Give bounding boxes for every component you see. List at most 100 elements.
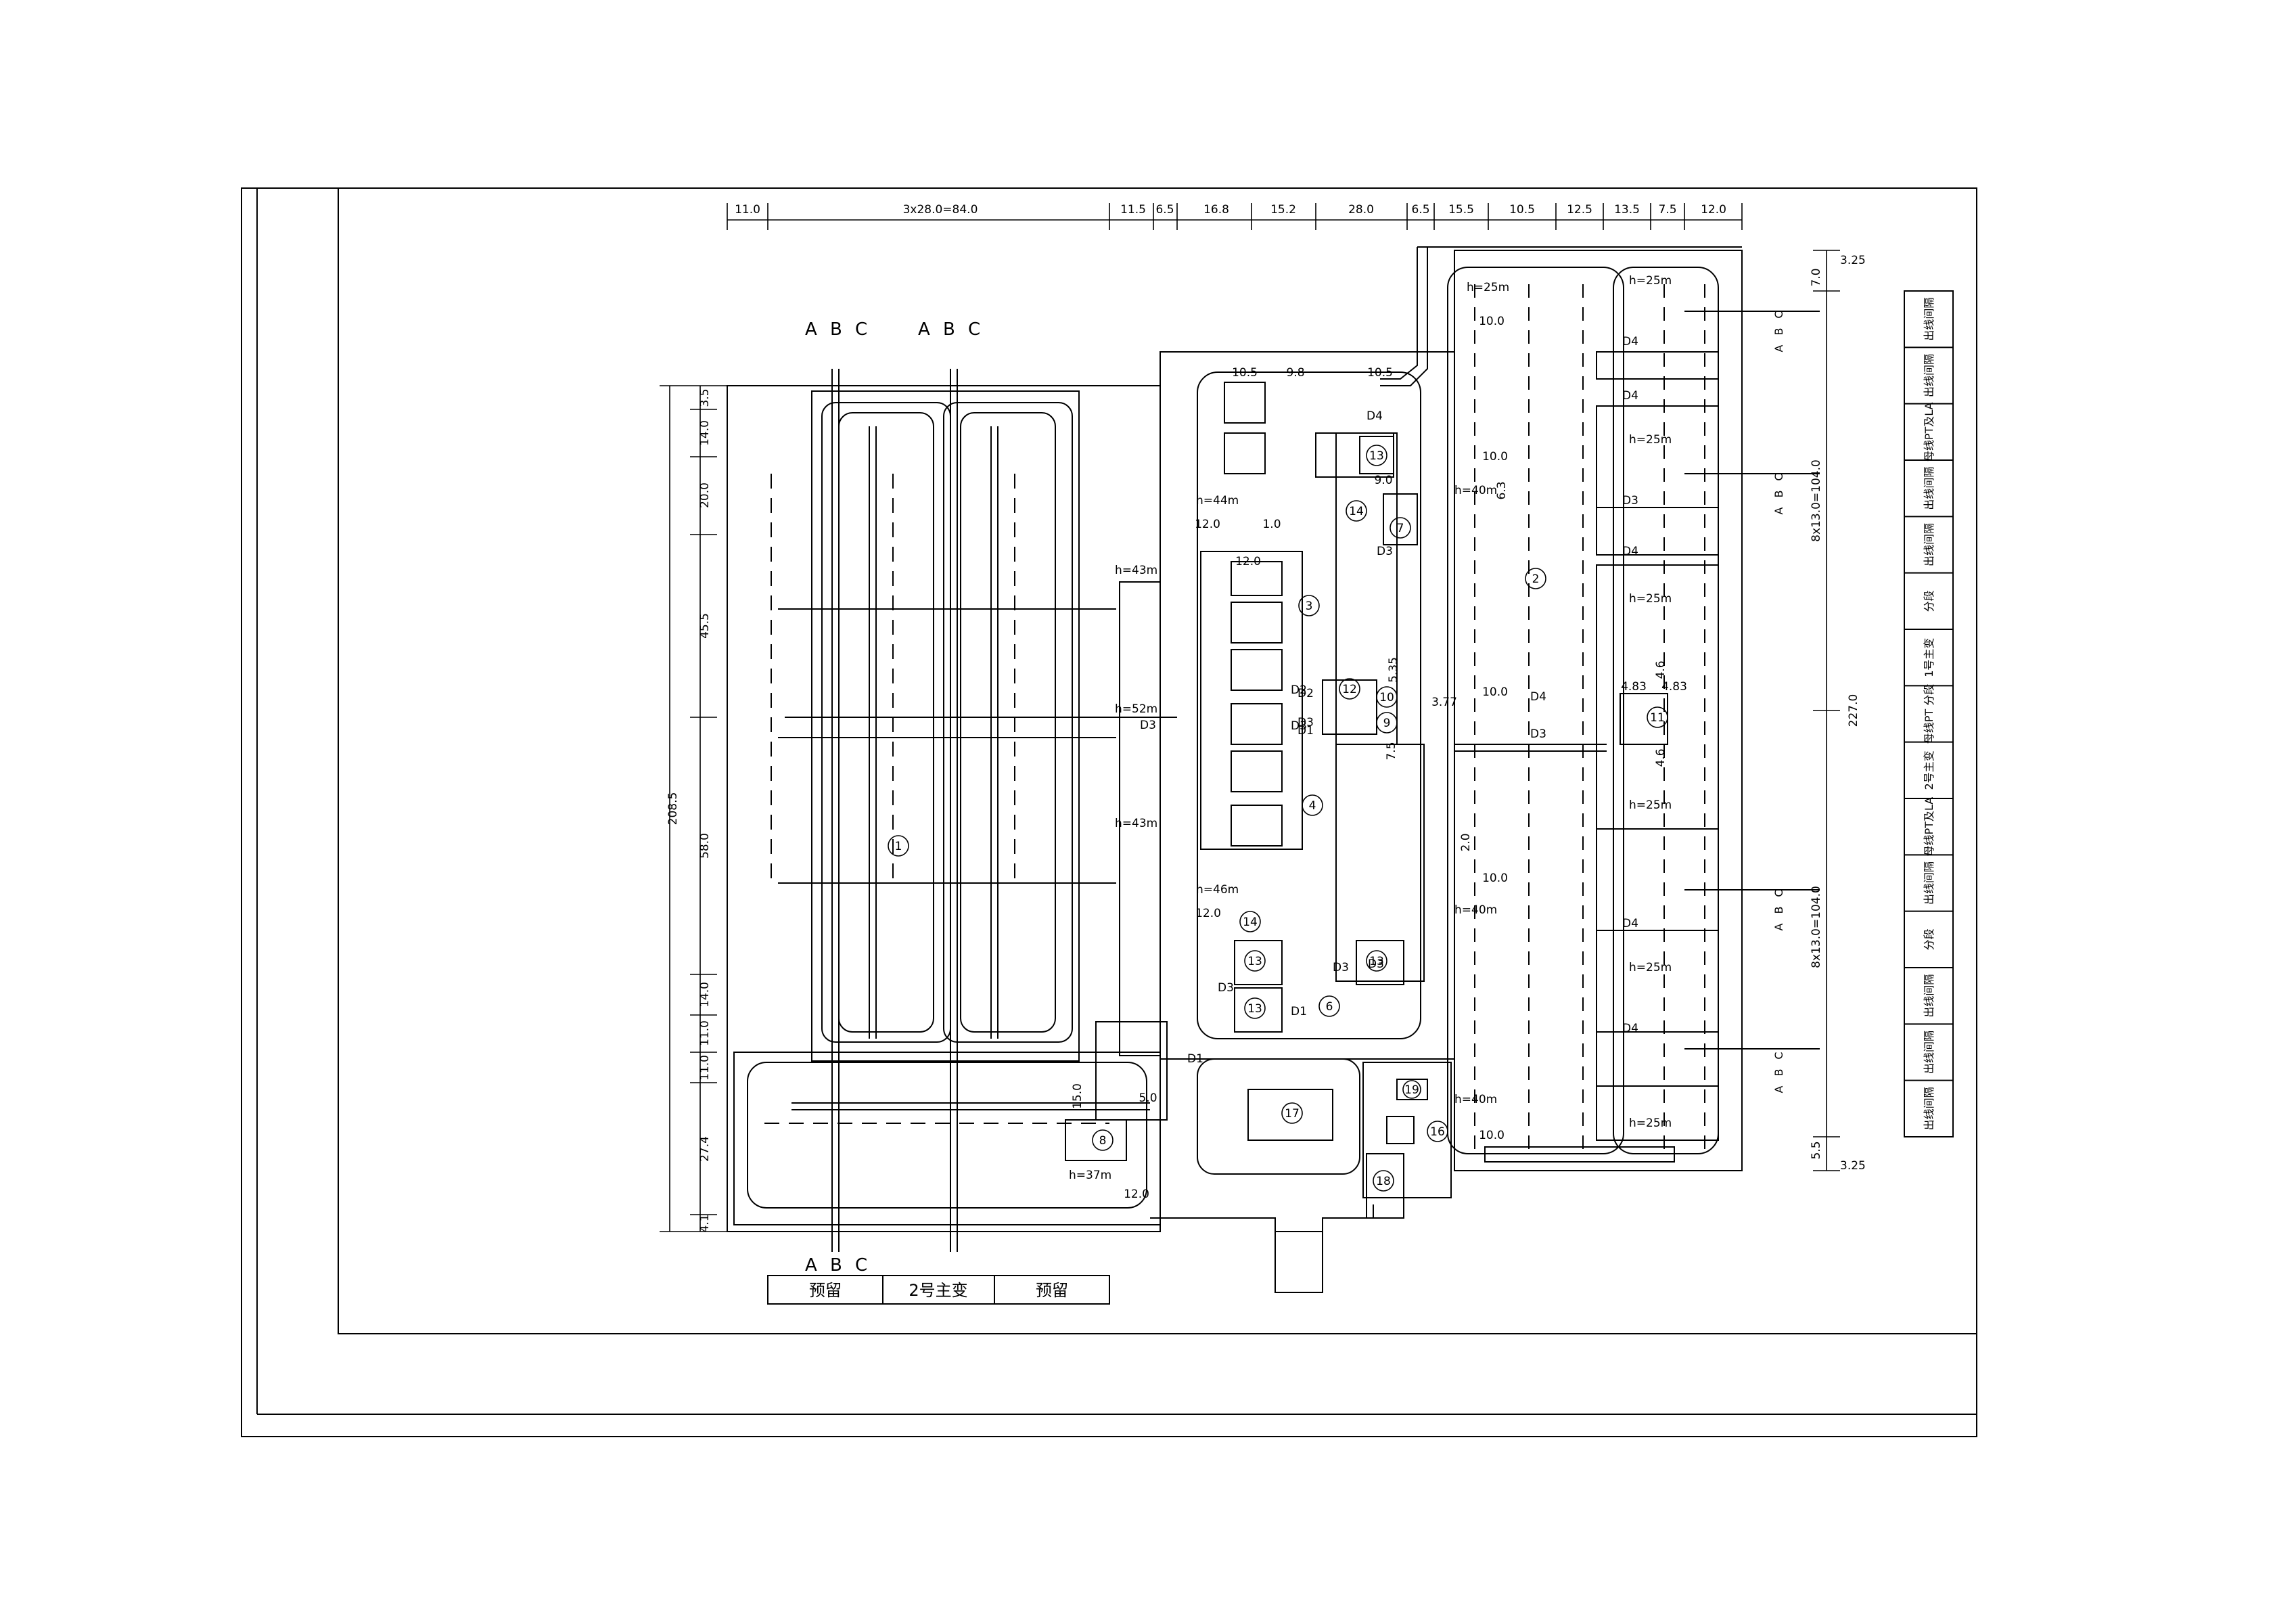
inner-dim-22: 2.0 [1459, 833, 1473, 851]
cable-tag-d3-bottom: D3 [1218, 981, 1234, 995]
dim-top-10: 10.5 [1509, 203, 1535, 217]
dim-right-4: 227.0 [1847, 694, 1860, 727]
dim-top-4: 6.5 [1155, 203, 1174, 217]
side-table-cell: 出线间隔 [1923, 523, 1935, 566]
breaker-marks-500kv [764, 474, 1109, 1124]
svg-text:13: 13 [1369, 449, 1384, 463]
phase-b-220-4: B [1772, 1069, 1785, 1077]
cable-tag-d4-r4: D4 [1622, 545, 1638, 558]
cable-tag-d2-b: D2 [1291, 683, 1307, 697]
svg-text:12: 12 [1342, 683, 1357, 696]
side-table-cell: 出线间隔 [1923, 974, 1935, 1018]
device-marks-220kv [1454, 284, 1820, 1150]
inner-dim-12: 4.83 [1661, 680, 1687, 694]
dim-left-8: 11.0 [698, 1055, 712, 1081]
area-marker-9: 9 [1376, 712, 1398, 734]
inner-dim-16: 10.0 [1482, 450, 1508, 464]
phase-c-bottom: C [855, 1255, 867, 1276]
phase-c-220-1: C [1772, 311, 1785, 318]
phase-a-220-3: A [1772, 923, 1785, 930]
cable-tag-d3-b: D3 [1140, 719, 1156, 732]
dim-top-9: 15.5 [1448, 203, 1474, 217]
cable-tag-d3-r3: D3 [1622, 494, 1638, 508]
cable-tag-d3-mid: D3 [1530, 727, 1546, 741]
area-marker-13c: 13 [1244, 997, 1266, 1019]
dim-left-total: 208.5 [666, 792, 680, 826]
area-marker-3: 3 [1298, 595, 1320, 616]
dim-top-11: 12.5 [1567, 203, 1592, 217]
cable-tag-d1-bottom-2: D1 [1291, 1005, 1307, 1018]
side-table-cell: 母线PT 分段 [1923, 684, 1935, 744]
phase-c-220-2: C [1772, 473, 1785, 480]
cable-tag-d4-top: D4 [1367, 409, 1383, 423]
inner-dim-23: 7.5 [1385, 742, 1398, 760]
cable-tag-d3-c: D3 [1368, 957, 1384, 971]
cable-tag-d4-r6: D4 [1622, 1022, 1638, 1035]
phase-c-220-3: C [1772, 889, 1785, 897]
inner-dim-15: 10.0 [1479, 315, 1505, 328]
svg-text:17: 17 [1285, 1107, 1300, 1121]
height-label-16: h=25m [1629, 1116, 1672, 1130]
inner-dim-4: 12.0 [1195, 518, 1220, 531]
phase-b-220-1: B [1772, 328, 1785, 336]
area-marker-14a: 14 [1346, 500, 1367, 522]
bus-500kv [778, 369, 1177, 1252]
phase-b-mid: B [943, 319, 955, 340]
height-label-7: h=25m [1467, 281, 1509, 294]
inner-dim-19: 10.0 [1479, 1129, 1505, 1142]
cable-tags: D4 D1 D2 D3 D3 D3 D3 D4 D4 D3 D4 D4 D4 D… [1140, 335, 1638, 1066]
side-table-cell: 出线间隔 [1923, 1087, 1935, 1130]
cable-tag-d1-bottom: D1 [1187, 1052, 1203, 1066]
height-label-3: h=43m [1115, 817, 1157, 830]
area-marker-16: 16 [1427, 1121, 1448, 1142]
dim-right-2: 7.0 [1810, 268, 1823, 286]
inner-dim-8: 5.0 [1139, 1091, 1157, 1105]
dim-top-5: 16.8 [1203, 203, 1229, 217]
inner-dim-14: 4.6 [1654, 748, 1668, 767]
svg-text:11: 11 [1650, 711, 1665, 725]
svg-text:14: 14 [1243, 916, 1258, 929]
area-marker-4: 4 [1302, 794, 1323, 816]
side-table-cell: 出线间隔 [1923, 298, 1935, 341]
dim-left-3: 20.0 [698, 482, 712, 508]
bottom-table-cell-3: 预留 [1036, 1281, 1068, 1300]
area-marker-19: 19 [1402, 1080, 1421, 1099]
bottom-table-cell-2: 2号主变 [909, 1281, 967, 1300]
dim-left-2: 14.0 [698, 420, 712, 446]
cable-tag-d3-f: D3 [1333, 961, 1349, 974]
dim-left-1: 3.5 [698, 388, 712, 407]
height-label-2: h=52m [1115, 702, 1157, 716]
dim-top-1: 11.0 [735, 203, 760, 217]
svg-text:3: 3 [1306, 600, 1313, 613]
sheet-frames [241, 187, 1977, 1437]
top-dimension-labels: 11.0 3x28.0=84.0 11.5 6.5 16.8 15.2 28.0… [735, 203, 1726, 217]
area-marker-10: 10 [1376, 686, 1398, 708]
area-marker-2: 2 [1525, 568, 1546, 589]
area-marker-11: 11 [1647, 706, 1668, 728]
phase-a-220-4: A [1772, 1085, 1785, 1093]
svg-text:8: 8 [1099, 1134, 1107, 1148]
inner-dim-17: 10.0 [1482, 685, 1508, 699]
phase-a-220-2: A [1772, 507, 1785, 514]
inner-dim-9: 12.0 [1124, 1188, 1149, 1201]
phase-b-left: B [830, 319, 842, 340]
inner-dim-25: 9.0 [1374, 474, 1392, 487]
cable-tag-d4-mid: D4 [1530, 690, 1546, 704]
dim-left-5: 58.0 [698, 833, 712, 859]
area-marker-1: 1 [888, 835, 909, 857]
height-label-13: h=25m [1629, 592, 1672, 606]
height-label-6: h=37m [1069, 1169, 1111, 1182]
dim-left-4: 45.5 [698, 613, 712, 639]
dim-top-6: 15.2 [1270, 203, 1296, 217]
area-marker-12: 12 [1339, 678, 1360, 700]
phase-c-left: C [855, 319, 867, 340]
height-label-14: h=25m [1629, 798, 1672, 812]
svg-text:4: 4 [1309, 799, 1316, 813]
phase-labels: A B C A B C A B C [805, 319, 980, 1276]
height-label-11: h=25m [1629, 274, 1672, 288]
cable-tag-d3-a: D3 [1298, 716, 1314, 729]
svg-text:13: 13 [1247, 1002, 1262, 1016]
area-marker-17: 17 [1281, 1102, 1303, 1124]
